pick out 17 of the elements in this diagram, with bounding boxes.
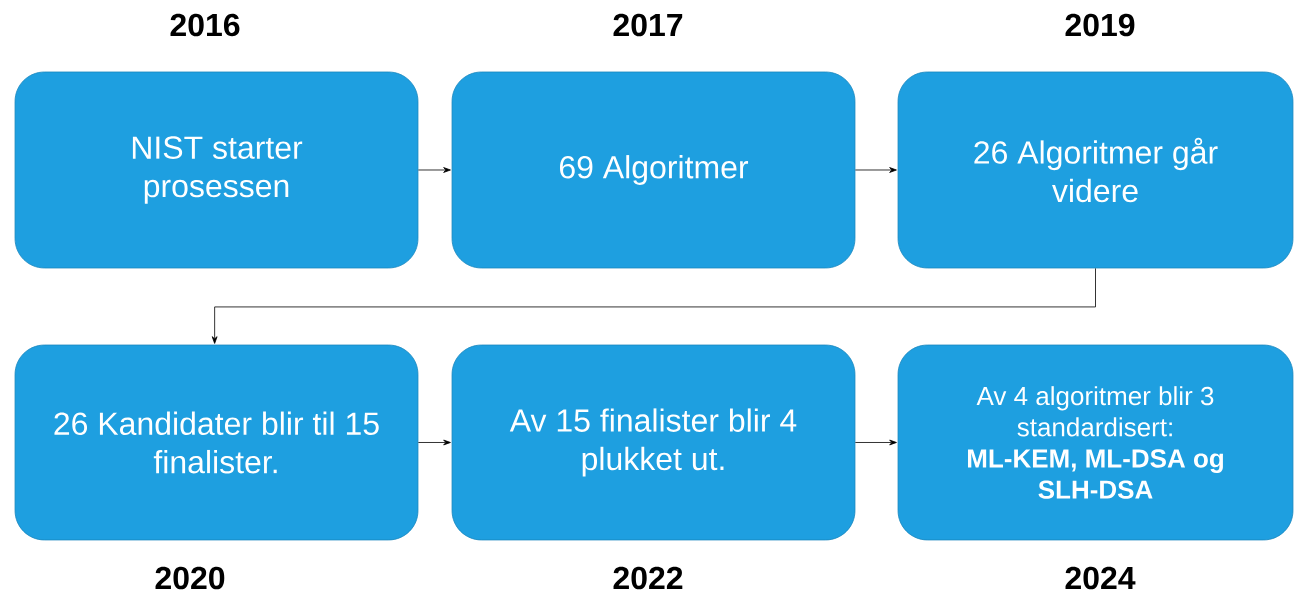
year-label: 2016: [170, 13, 240, 37]
process-box: 69 Algoritmer: [451, 71, 856, 269]
process-box: Av 4 algoritmer blir 3 standardisert: ML-KEM, ML-DSA og SLH-DSA: [897, 344, 1294, 541]
process-box: NIST starter prosessen: [14, 71, 419, 269]
arrow: [418, 167, 451, 173]
arrow: [855, 439, 897, 446]
year-label: 2020: [155, 566, 225, 590]
year-label: 2022: [613, 566, 683, 590]
arrow: [418, 439, 451, 446]
year-label: 2019: [1065, 13, 1135, 37]
process-box: 26 Kandidater blir til 15 finalister.: [14, 344, 419, 541]
arrow: [211, 268, 1096, 344]
year-label: 2024: [1065, 566, 1136, 590]
arrow: [855, 167, 897, 173]
process-box: 26 Algoritmer går videre: [897, 71, 1294, 269]
process-box: Av 15 finalister blir 4 plukket ut.: [451, 344, 856, 541]
year-label: 2017: [613, 13, 683, 37]
